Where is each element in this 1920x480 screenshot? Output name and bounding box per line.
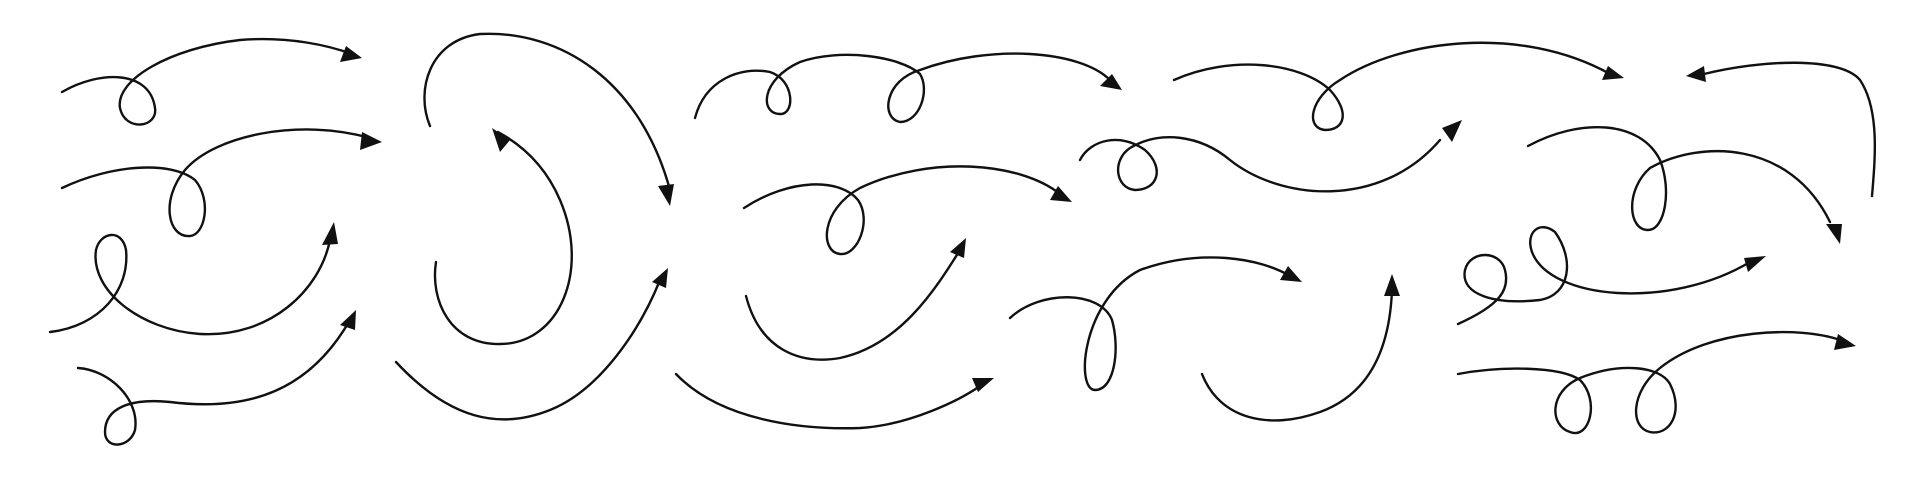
curly-arrow-14 — [1008, 256, 1302, 392]
curly-arrow-17 — [1526, 125, 1842, 244]
curly-arrow-19 — [1456, 330, 1856, 435]
curly-arrow-4 — [76, 310, 356, 446]
curly-arrow-8 — [693, 52, 1122, 124]
curly-arrow-5 — [423, 32, 674, 206]
curly-arrow-3 — [48, 222, 338, 336]
curly-arrow-12 — [1172, 41, 1624, 132]
curly-arrow-10 — [744, 238, 966, 361]
curly-arrow-18 — [1456, 226, 1766, 326]
curly-arrow-15 — [1200, 274, 1400, 422]
curly-arrow-6 — [433, 128, 573, 346]
curly-arrow-1 — [60, 37, 362, 126]
curly-arrow-9 — [742, 165, 1072, 256]
curly-arrow-11 — [674, 372, 994, 430]
curly-arrow-13 — [1078, 120, 1462, 193]
curly-arrow-16 — [1686, 61, 1877, 198]
curly-arrow-2 — [60, 128, 382, 238]
curly-arrow-7 — [394, 268, 668, 421]
